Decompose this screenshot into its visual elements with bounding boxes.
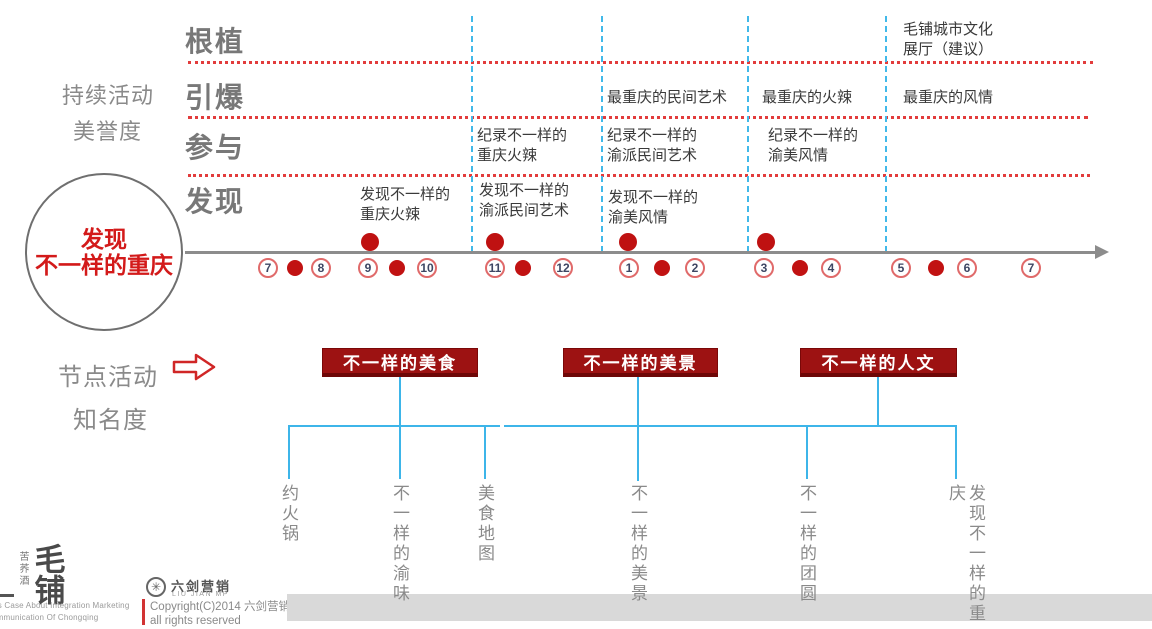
campaign-start-dot-4 [757, 233, 775, 251]
connector-stem-scenery [637, 377, 639, 481]
campaign-start-dot-1 [361, 233, 379, 251]
footer-case-line2: Communication Of Chongqing [0, 613, 99, 622]
footer-case-text: This Case About Integration Marketing Co… [0, 600, 129, 624]
event-ignite-charm: 最重庆的风情 [903, 89, 994, 106]
connector-rail-left [288, 425, 500, 427]
phase-label-ignite: 引爆 [185, 82, 246, 113]
brand-logo-stroke [0, 594, 14, 597]
brand-slogan-vertical: 苦荞酒 [17, 551, 28, 587]
event-join-charm: 纪录不一样的 渝美风情 [768, 127, 859, 164]
activity-label-yuwei: 不一样的渝味 [390, 484, 409, 604]
connector-drop-discovercq [955, 425, 957, 479]
copyright-line1: Copyright(C)2014 六剑营销 [150, 601, 290, 613]
connector-drop-foodmap [484, 425, 486, 479]
phase-label-root: 根植 [185, 26, 246, 57]
month-marker: 8 [311, 258, 331, 278]
month-marker: 4 [821, 258, 841, 278]
agency-sub: LIU JIAN MP [172, 591, 229, 598]
event-join-folkart: 纪录不一样的 渝派民间艺术 [607, 127, 698, 164]
brand-logo-maopu: 毛铺 [28, 543, 65, 605]
event-ignite-spicy: 最重庆的火辣 [762, 89, 853, 106]
month-gridline-2 [601, 16, 603, 252]
activity-label-scenery: 不一样的美景 [628, 484, 647, 604]
campaign-banner-culture: 不一样的人文 [800, 348, 957, 377]
copyright-line2: all rights reserved [150, 614, 241, 627]
interval-dot [928, 260, 944, 276]
month-marker: 2 [685, 258, 705, 278]
timeline-arrowhead-icon [1095, 245, 1109, 259]
connector-stem-food [399, 377, 401, 425]
agency-pinwheel-icon: ✳ [146, 577, 166, 597]
theme-badge-line2: 不一样的重庆 [35, 252, 173, 278]
side-label-node-activity: 节点活动 [58, 364, 158, 391]
theme-badge: 发现 不一样的重庆 [25, 173, 183, 331]
connector-drop-yuwei [399, 425, 401, 479]
activity-label-hotpot: 约火锅 [279, 484, 298, 544]
connector-rail-right [504, 425, 957, 427]
activity-label-foodmap: 美食地图 [475, 484, 494, 564]
month-gridline-4 [885, 16, 887, 252]
month-marker: 3 [754, 258, 774, 278]
event-discover-folkart: 发现不一样的 渝派民间艺术 [479, 182, 570, 219]
agency-name: 六剑营销 [171, 579, 232, 594]
phase-label-join: 参与 [185, 132, 246, 163]
campaign-banner-food: 不一样的美食 [322, 348, 478, 377]
side-label-awareness: 知名度 [73, 407, 148, 434]
month-marker: 5 [891, 258, 911, 278]
campaign-start-dot-3 [619, 233, 637, 251]
phase-separator-1 [188, 61, 1093, 64]
month-marker: 7 [258, 258, 278, 278]
interval-dot [792, 260, 808, 276]
connector-drop-reunion [806, 425, 808, 479]
phase-label-discover: 发现 [185, 186, 246, 217]
footer-gray-bar [287, 594, 1152, 621]
event-root-exhibit: 毛铺城市文化 展厅（建议） [903, 21, 994, 58]
event-discover-charm: 发现不一样的 渝美风情 [608, 189, 699, 226]
footer-case-line1: This Case About Integration Marketing [0, 601, 130, 610]
phase-separator-2 [188, 116, 1088, 119]
event-join-spicy: 纪录不一样的 重庆火辣 [477, 127, 568, 164]
timeline-axis [185, 251, 1097, 254]
month-marker: 9 [358, 258, 378, 278]
theme-badge-line1: 发现 [81, 225, 127, 252]
activity-label-reunion: 不一样的团圆 [797, 484, 816, 604]
activity-label-discovercq: 发现不一样的重庆 [946, 484, 985, 624]
side-label-continuous-activity: 持续活动 [62, 83, 155, 108]
month-gridline-1 [471, 16, 473, 252]
interval-dot [287, 260, 303, 276]
month-marker: 11 [485, 258, 505, 278]
month-marker: 12 [553, 258, 573, 278]
month-marker: 7 [1021, 258, 1041, 278]
interval-dot [515, 260, 531, 276]
connector-drop-hotpot [288, 425, 290, 479]
footer-red-divider [142, 599, 145, 625]
footer-copyright: Copyright(C)2014 六剑营销 all rights reserve… [150, 601, 290, 629]
month-marker: 6 [957, 258, 977, 278]
right-arrow-icon [172, 353, 216, 381]
side-label-reputation: 美誉度 [73, 119, 143, 144]
interval-dot [654, 260, 670, 276]
phase-separator-3 [188, 174, 1090, 177]
interval-dot [389, 260, 405, 276]
connector-stem-culture [877, 377, 879, 425]
month-marker: 1 [619, 258, 639, 278]
campaign-banner-scenery: 不一样的美景 [563, 348, 718, 377]
month-gridline-3 [747, 16, 749, 252]
event-ignite-folkart: 最重庆的民间艺术 [607, 89, 728, 106]
campaign-start-dot-2 [486, 233, 504, 251]
event-discover-spicy: 发现不一样的 重庆火辣 [360, 186, 451, 223]
month-marker: 10 [417, 258, 437, 278]
